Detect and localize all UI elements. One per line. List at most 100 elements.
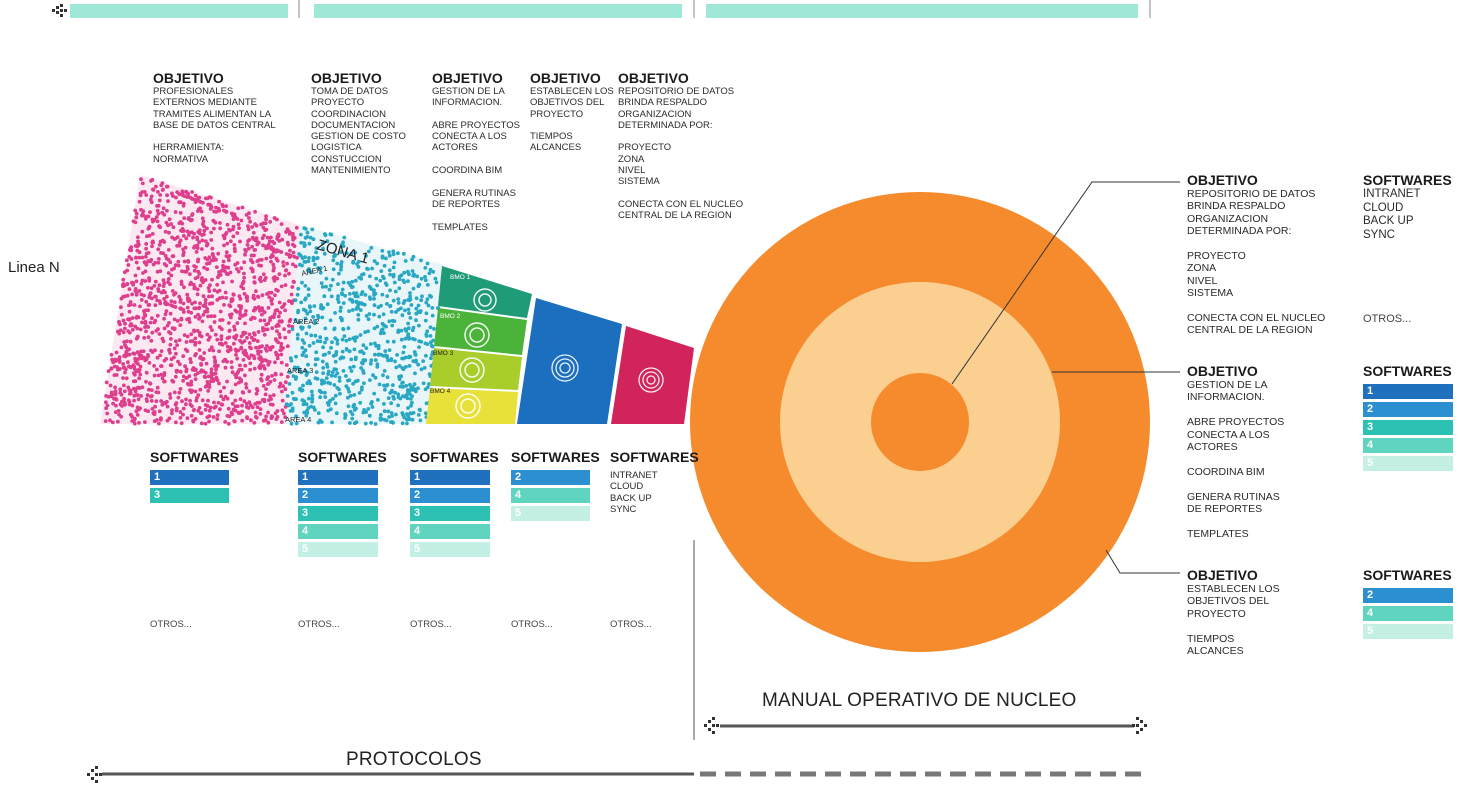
scatter-dot bbox=[227, 329, 232, 333]
scatter-dot bbox=[320, 359, 325, 364]
scatter-dot bbox=[155, 355, 160, 360]
scatter-dot bbox=[313, 321, 317, 326]
scatter-dot bbox=[133, 289, 138, 293]
scatter-dot bbox=[227, 414, 232, 419]
scatter-dot bbox=[229, 360, 234, 364]
scatter-dot bbox=[116, 329, 120, 334]
scatter-dot bbox=[236, 206, 241, 211]
scatter-dot bbox=[301, 402, 306, 407]
scatter-dot bbox=[363, 330, 367, 335]
scatter-dot bbox=[149, 194, 154, 199]
scatter-dot bbox=[268, 402, 273, 407]
scatter-dot bbox=[156, 373, 161, 378]
scatter-dot bbox=[303, 316, 308, 321]
scatter-dot bbox=[146, 335, 151, 340]
scatter-dot bbox=[145, 234, 149, 239]
scatter-dot bbox=[383, 387, 387, 392]
scatter-dot bbox=[330, 420, 334, 425]
scatter-dot bbox=[355, 300, 360, 305]
scatter-dot bbox=[358, 349, 362, 354]
scatter-dot bbox=[253, 414, 258, 419]
scatter-dot bbox=[264, 214, 268, 219]
scatter-dot bbox=[279, 360, 284, 365]
scatter-dot bbox=[149, 179, 153, 183]
leader-line-outer bbox=[1105, 549, 1180, 574]
scatter-dot bbox=[207, 408, 212, 413]
scatter-dot bbox=[217, 288, 222, 293]
scatter-dot bbox=[168, 396, 173, 400]
scatter-dot bbox=[313, 362, 318, 367]
scatter-dot bbox=[137, 289, 142, 293]
scatter-dot bbox=[218, 407, 222, 412]
scatter-dot bbox=[313, 262, 317, 267]
scatter-dot bbox=[123, 343, 127, 347]
scatter-dot bbox=[106, 369, 111, 373]
scatter-dot bbox=[407, 311, 411, 316]
scatter-dot bbox=[240, 403, 244, 408]
bmo-4-block bbox=[426, 388, 518, 424]
scatter-dot bbox=[239, 378, 244, 382]
scatter-dot bbox=[239, 345, 244, 350]
scatter-dot bbox=[311, 258, 316, 263]
scatter-dot bbox=[407, 354, 412, 359]
scatter-dot bbox=[215, 413, 220, 418]
scatter-dot bbox=[196, 230, 201, 234]
scatter-dot bbox=[287, 370, 292, 375]
scatter-dot bbox=[352, 421, 357, 426]
scatter-dot bbox=[310, 396, 315, 401]
scatter-dot bbox=[173, 374, 178, 379]
scatter-dot bbox=[160, 376, 165, 381]
scatter-dot bbox=[421, 381, 426, 386]
scatter-dot bbox=[117, 360, 122, 364]
scatter-dot bbox=[319, 303, 323, 307]
scatter-dot bbox=[125, 282, 129, 287]
bmo-2-block bbox=[434, 308, 527, 355]
scatter-dot bbox=[178, 387, 183, 391]
scatter-dot bbox=[386, 396, 391, 400]
scatter-dot bbox=[284, 363, 289, 367]
scatter-dot bbox=[126, 347, 130, 352]
scatter-dot bbox=[142, 309, 146, 313]
scatter-dot bbox=[347, 337, 352, 342]
scatter-dot bbox=[193, 244, 197, 249]
scatter-dot bbox=[243, 363, 248, 368]
scatter-dot bbox=[397, 277, 402, 282]
scatter-dot bbox=[397, 286, 402, 291]
scatter-dot bbox=[391, 249, 396, 254]
objetivo-block-4: OBJETIVO ESTABLECEN LOS OBJETIVOS DEL PR… bbox=[530, 71, 614, 154]
scatter-dot bbox=[300, 338, 305, 342]
scatter-dot bbox=[350, 308, 355, 312]
scatter-dot bbox=[387, 319, 392, 324]
scatter-dot bbox=[266, 242, 271, 247]
scatter-dot bbox=[186, 296, 191, 301]
scatter-dot bbox=[329, 294, 334, 299]
softwares-text: INTRANET CLOUD BACK UP SYNC bbox=[610, 470, 658, 515]
scatter-dot bbox=[380, 292, 385, 297]
scatter-dot bbox=[351, 260, 355, 265]
scatter-dot bbox=[203, 407, 208, 412]
right-objetivo-2: OBJETIVO GESTION DE LA INFORMACION. ABRE… bbox=[1187, 364, 1284, 540]
scatter-dot bbox=[255, 259, 260, 263]
scatter-dot bbox=[285, 227, 290, 232]
scatter-dot bbox=[309, 389, 314, 394]
scatter-dot bbox=[182, 285, 186, 290]
scatter-dot bbox=[266, 420, 271, 425]
scatter-dot bbox=[175, 319, 180, 323]
scatter-dot bbox=[133, 208, 138, 213]
scatter-dot bbox=[292, 254, 297, 259]
scatter-dot bbox=[153, 303, 158, 308]
scatter-dot bbox=[279, 341, 284, 346]
scatter-dot bbox=[391, 383, 395, 387]
scatter-dot bbox=[197, 271, 202, 276]
scatter-dot bbox=[242, 339, 247, 343]
scatter-dot bbox=[277, 319, 282, 324]
scatter-dot bbox=[333, 401, 338, 406]
scatter-dot bbox=[382, 263, 387, 268]
scatter-dot bbox=[104, 400, 108, 405]
scatter-dot bbox=[389, 401, 394, 406]
scatter-dot bbox=[231, 292, 236, 297]
scatter-dot bbox=[170, 191, 174, 196]
scatter-dot bbox=[369, 246, 374, 250]
scatter-dot bbox=[280, 398, 285, 403]
scatter-dot bbox=[233, 262, 238, 267]
